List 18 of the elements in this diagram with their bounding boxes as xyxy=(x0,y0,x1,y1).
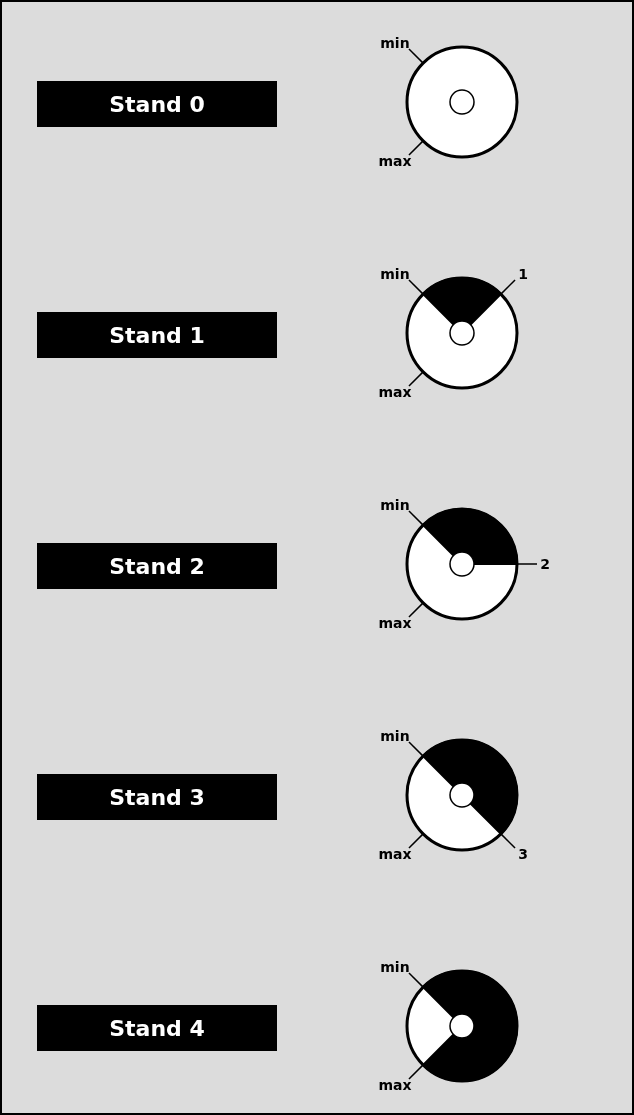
scale-label: max xyxy=(378,1077,412,1094)
scale-label: max xyxy=(378,384,412,401)
scale-label: min xyxy=(380,727,410,744)
scale-label: min xyxy=(380,958,410,975)
scale-label: min xyxy=(380,34,410,51)
label-plate: Stand 0 xyxy=(37,81,277,127)
scale-label: 1 xyxy=(518,265,528,282)
scale-label: min xyxy=(380,496,410,513)
scale-label: min xyxy=(380,265,410,282)
scale-label: max xyxy=(378,846,412,863)
label-plate: Stand 4 xyxy=(37,1005,277,1051)
label-plate: Stand 3 xyxy=(37,774,277,820)
scale-label: max xyxy=(378,153,412,170)
label-plate: Stand 2 xyxy=(37,543,277,589)
scale-label: 2 xyxy=(540,556,550,572)
scale-label: max xyxy=(378,615,412,632)
scale-label: 3 xyxy=(518,846,528,863)
label-plate: Stand 1 xyxy=(37,312,277,358)
